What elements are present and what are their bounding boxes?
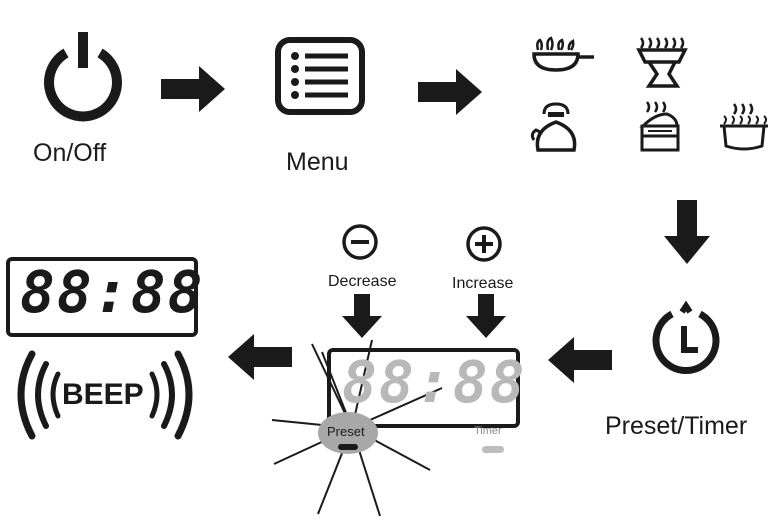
plus-circle-icon[interactable] — [464, 224, 504, 264]
beep-display — [6, 257, 198, 337]
arrow-right-icon — [161, 66, 225, 112]
timer-label: Timer — [474, 425, 502, 437]
decrease-label: Decrease — [328, 273, 397, 290]
menu-label: Menu — [286, 148, 349, 176]
grill-icon — [636, 37, 688, 88]
steamer-icon — [639, 101, 680, 152]
preset-indicator — [338, 444, 358, 450]
arrow-left-icon — [228, 334, 292, 380]
menu-list-icon — [275, 37, 365, 115]
timer-digits: 88:88 — [342, 348, 527, 416]
arrow-left-icon — [548, 337, 612, 383]
preset-timer-label: Preset/Timer — [605, 412, 748, 440]
clock-icon — [652, 300, 720, 374]
kettle-icon — [530, 102, 577, 152]
preset-label: Preset — [327, 424, 365, 439]
minus-circle-icon[interactable] — [340, 222, 380, 262]
arrow-right-icon — [418, 69, 482, 115]
timer-display — [327, 348, 520, 428]
increase-label: Increase — [452, 275, 514, 292]
arrow-down-icon — [664, 200, 710, 264]
sound-waves-icon — [17, 350, 193, 440]
arrow-down-icon — [466, 294, 506, 338]
on-off-label: On/Off — [33, 139, 107, 167]
arrow-down-icon — [342, 294, 382, 338]
boil-pot-icon — [720, 103, 768, 151]
beep-digits: 88:88 — [20, 258, 205, 326]
beep-label: BEEP — [62, 378, 144, 411]
timer-indicator — [482, 446, 504, 453]
frying-pan-icon — [532, 36, 594, 72]
power-icon — [44, 32, 122, 122]
